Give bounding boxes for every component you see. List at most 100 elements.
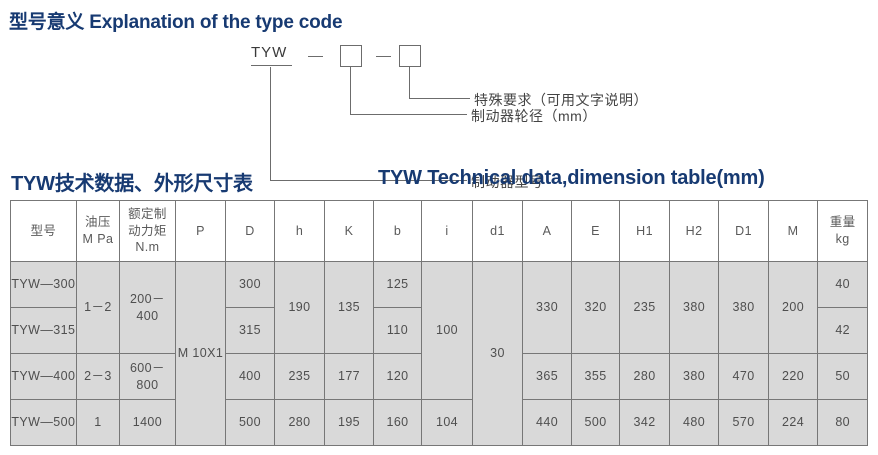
cell-d1: 30	[471, 261, 524, 446]
column-header-i: i	[421, 200, 473, 262]
leader-line-model-horizontal	[270, 180, 467, 181]
type-code-diagram: TYW 特殊要求（可用文字说明） 制动器轮径（mm） 制动器型号	[0, 36, 878, 190]
cell-D1: 380	[718, 261, 769, 354]
leader-line-special-horizontal	[409, 98, 470, 99]
cell-i: 104	[421, 399, 473, 446]
column-header-line: H1	[636, 223, 653, 238]
cell-model: TYW—300	[10, 261, 77, 308]
type-code-prefix-underline	[251, 65, 292, 66]
cell-weight: 40	[817, 261, 868, 308]
cell-i: 100	[421, 261, 473, 400]
cell-P: M 10X1	[174, 261, 227, 446]
column-header-line: i	[445, 223, 449, 238]
cell-oil-pressure: 2－3	[75, 353, 121, 400]
cell-K: 135	[324, 261, 374, 354]
leader-line-diameter-vertical	[350, 67, 351, 114]
cell-E: 500	[570, 399, 621, 446]
table-title-en: TYW Technical data,dimension table(mm)	[378, 167, 765, 189]
cell-oil-pressure: 1－2	[75, 261, 121, 354]
cell-A: 440	[522, 399, 572, 446]
column-header-line: A	[542, 223, 552, 238]
cell-b: 160	[372, 399, 423, 446]
leader-line-model-vertical	[270, 67, 271, 180]
column-header-line: D1	[735, 223, 752, 238]
cell-H2: 380	[668, 261, 720, 354]
cell-E: 355	[570, 353, 621, 400]
cell-rated-torque: 200－400	[119, 261, 176, 354]
cell-b: 125	[372, 261, 423, 308]
cell-M: 200	[767, 261, 819, 354]
cell-weight: 80	[817, 399, 868, 446]
page-title-type-code: 型号意义 Explanation of the type code	[9, 12, 343, 33]
cell-H2: 380	[668, 353, 720, 400]
cell-M: 224	[767, 399, 819, 446]
table-title-cn: TYW技术数据、外形尺寸表	[11, 173, 253, 195]
column-header-line: 油压	[85, 215, 111, 230]
leader-line-diameter-horizontal	[350, 114, 467, 115]
column-header-line: h	[295, 223, 304, 238]
column-header-M: M	[767, 200, 819, 262]
column-header-h: h	[273, 200, 326, 262]
cell-rated-torque: 600－800	[119, 353, 176, 400]
cell-D1: 570	[718, 399, 769, 446]
cell-K: 177	[324, 353, 374, 400]
column-header-d1: d1	[471, 200, 524, 262]
cell-oil-pressure: 1	[75, 399, 121, 446]
column-header-line: D	[245, 223, 255, 238]
cell-model: TYW—500	[10, 399, 77, 446]
cell-model: TYW—400	[10, 353, 77, 400]
column-header-model: 型号	[10, 200, 77, 262]
cell-K: 195	[324, 399, 374, 446]
column-header-line: K	[344, 223, 354, 238]
cell-H1: 235	[619, 261, 670, 354]
cell-b: 110	[372, 307, 423, 354]
cell-E: 320	[570, 261, 621, 354]
type-code-box-diameter	[340, 45, 362, 67]
column-header-D: D	[225, 200, 275, 262]
column-header-line: M	[787, 223, 799, 238]
cell-rated-torque: 1400	[119, 399, 176, 446]
type-code-label-wheel-diameter: 制动器轮径（mm）	[471, 108, 597, 124]
column-header-line: 重量	[829, 215, 856, 230]
column-header-rated-torque: 额定制动力矩 N.m	[119, 200, 176, 262]
leader-line-special-vertical	[409, 67, 410, 98]
cell-H2: 480	[668, 399, 720, 446]
column-header-line: H2	[685, 223, 703, 238]
type-code-label-special-requirement: 特殊要求（可用文字说明）	[474, 92, 648, 108]
cell-H1: 280	[619, 353, 670, 400]
column-header-E: E	[570, 200, 621, 262]
cell-h: 280	[273, 399, 326, 446]
cell-D1: 470	[718, 353, 769, 400]
cell-M: 220	[767, 353, 819, 400]
cell-h: 235	[273, 353, 326, 400]
cell-D: 300	[225, 261, 275, 308]
column-header-K: K	[324, 200, 374, 262]
type-code-dash-1	[308, 56, 323, 57]
column-header-H1: H1	[619, 200, 670, 262]
cell-D: 400	[225, 353, 275, 400]
column-header-line: 型号	[30, 223, 57, 238]
column-header-line: 额定制	[128, 206, 167, 221]
column-header-b: b	[372, 200, 423, 262]
cell-model: TYW—315	[10, 307, 77, 354]
cell-D: 315	[225, 307, 275, 354]
cell-H1: 342	[619, 399, 670, 446]
column-header-line: E	[591, 223, 600, 238]
column-header-H2: H2	[668, 200, 720, 262]
type-code-box-special	[399, 45, 421, 67]
column-header-line: 动力矩	[128, 223, 167, 238]
cell-weight: 50	[817, 353, 868, 400]
cell-A: 330	[522, 261, 572, 354]
cell-h: 190	[273, 261, 326, 354]
column-header-line: N.m	[135, 240, 160, 255]
column-header-line: P	[196, 223, 205, 238]
